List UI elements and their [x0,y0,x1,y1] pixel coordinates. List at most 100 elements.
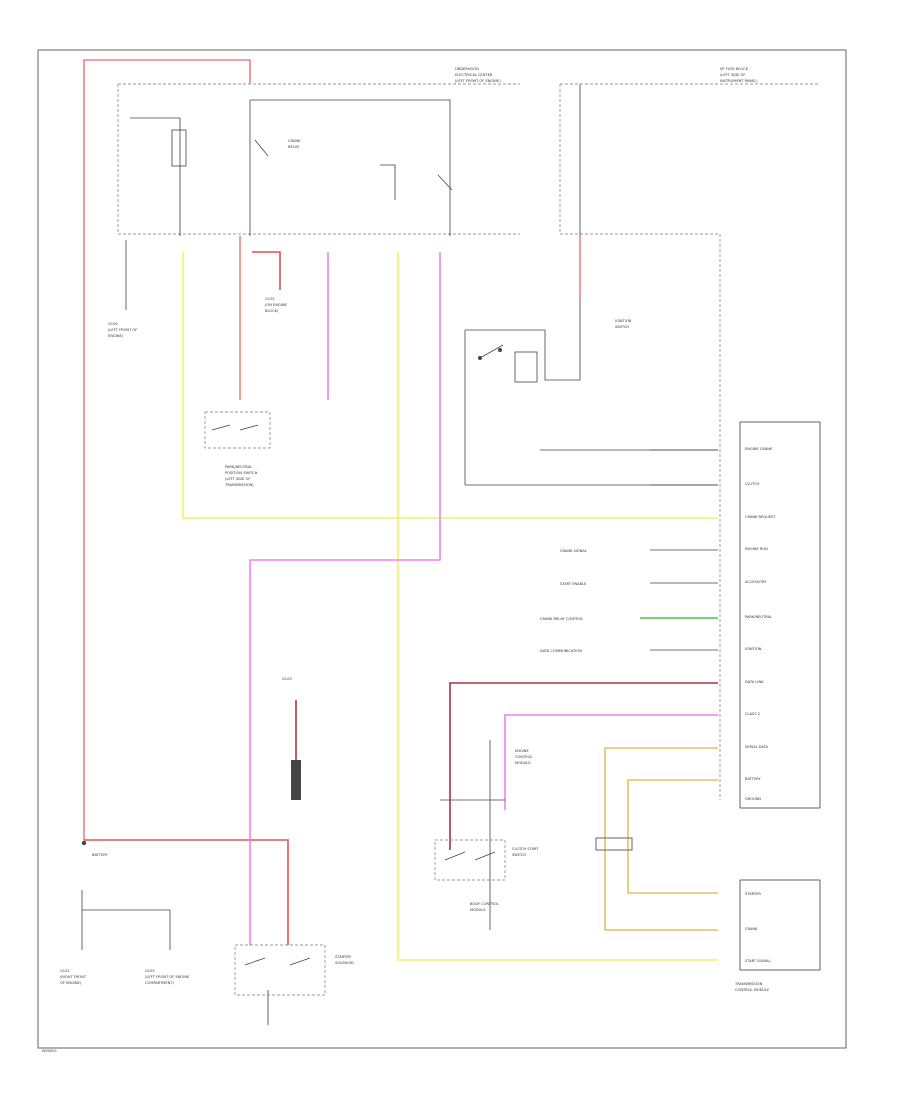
pin-label-10: SERIAL DATA [745,745,769,749]
signal-label-2: START ENABLE [560,582,587,586]
underhood-title-2: ELECTRICAL CENTER [455,73,493,77]
g101-2: (RIGHT FRONT [60,975,87,979]
pin-label-4: ENGINE RUN [745,547,768,551]
ip-fuse-block-outline [559,83,820,800]
pin-label-8: DATA LINK [745,680,764,684]
right-connector-leads [650,449,718,651]
ip-fuse-block-title: I/P FUSE BLOCK (LEFT SIDE OF INSTRUMENT … [720,67,758,83]
ignition-to-connector [465,449,718,486]
crank-relay-short-red [252,251,281,290]
tcm-pin-1: STARTER [745,892,761,896]
tcm-pin-2: CRANK [745,927,758,931]
g102-1: G102 [265,297,275,301]
g103-3: COMPARTMENT) [145,981,175,985]
starter-solenoid: STARTER SOLENOID [234,944,354,996]
ignition-switch-internal [464,300,581,485]
g101-1: G101 [60,969,70,973]
fusible-link: G103 [282,677,301,800]
neutral-switch-label-1: PARK/NEUTRAL [225,465,252,469]
neutral-switch-label-3: (LEFT SIDE OF [225,477,250,481]
pin-label-1: ENGINE CRANK [745,447,773,451]
diagram-border [37,49,847,1049]
neutral-switch-label-4: TRANSMISSION) [224,483,254,487]
g103-1: G103 [145,969,155,973]
battery-to-starter-wire [84,839,289,945]
ground-label-g100: G100 (LEFT FRONT OF ENGINE) [108,322,137,338]
yellow-wire-main [397,252,718,961]
ecm-label-3: MODULE [515,761,531,765]
starter-solenoid-label-1: STARTER [335,955,351,959]
crank-relay-label-1: CRANK [288,139,301,143]
body-module-label-2: MODULE [470,908,486,912]
neutral-ground [81,890,171,950]
g103-2: (LEFT FRONT OF ENGINE [145,975,190,979]
dark-red-wire [449,682,718,850]
footer-code: W00001 [42,1049,57,1053]
ignition-switch-label-2: SWITCH [615,325,629,329]
clutch-switch-label-1: CLUTCH START [512,847,539,851]
ip-title-1: I/P FUSE BLOCK [720,67,749,71]
left-signal-labels: CRANK SIGNAL START ENABLE CRANK RELAY CO… [540,549,587,653]
pin-label-3: CRANK REQUEST [745,515,776,519]
g100-2: (LEFT FRONT OF [108,328,137,332]
clutch-switch-label-2: SWITCH [512,853,526,857]
g102-2: (ON ENGINE [265,303,288,307]
signal-label-1: CRANK SIGNAL [560,549,587,553]
underhood-title-1: UNDERHOOD [455,67,479,71]
g102-3: BLOCK) [265,309,279,313]
pin-label-11: BATTERY [745,777,762,781]
pin-label-12: GROUND [745,797,761,801]
body-module-label-1: BODY CONTROL [470,902,499,906]
tcm-label: TRANSMISSION CONTROL MODULE [734,982,770,992]
crank-relay-symbol: CRANK RELAY [171,129,453,200]
yellow-wire-left [182,252,718,519]
battery-symbol: BATTERY [81,840,109,857]
g101-3: OF ENGINE) [60,981,82,985]
battery-feed-wire [83,59,251,840]
orange-wire-2 [627,779,718,894]
tcm-pin-3: START SIGNAL [745,959,771,963]
underhood-title-3: (LEFT FRONT OF ENGINE) [455,79,501,83]
fuse-internal-2 [250,99,451,236]
pin-label-7: IGNITION [745,647,762,651]
underhood-fuse-block-outline [117,83,520,235]
tcm-connector [739,879,821,971]
signal-label-4: DATA COMMUNICATION [540,649,582,653]
pink-wire-ecm [504,714,718,810]
ground-labels-bottom: G101 (RIGHT FRONT OF ENGINE) G103 (LEFT … [60,969,190,985]
ecm-label-2: CONTROL [515,755,533,759]
tcm-label-2: CONTROL MODULE [735,988,770,992]
pin-label-2: CLUTCH [745,482,759,486]
g100-3: ENGINE) [108,334,124,338]
ecm-connector-pin-labels: ENGINE CRANK CLUTCH CRANK REQUEST ENGINE… [745,447,776,801]
fuse-internal-1 [130,117,181,236]
ecm-connector [739,421,821,809]
fusible-link-label: G103 [282,677,292,681]
crank-relay-label-2: RELAY [288,145,300,149]
battery-label: BATTERY [92,853,109,857]
neutral-switch-label-2: POSITION SWITCH [225,471,258,475]
clutch-switch-wire [440,740,505,930]
splice-connector [595,837,633,851]
underhood-fuse-block-title: UNDERHOOD ELECTRICAL CENTER (LEFT FRONT … [455,67,501,83]
pin-label-5: ACCESSORY [745,580,767,584]
starter-solenoid-label-2: SOLENOID [335,961,354,965]
tcm-label-1: TRANSMISSION [734,982,763,986]
tcm-pin-labels: STARTER CRANK START SIGNAL [745,892,771,963]
orange-wire-1 [604,747,718,931]
pink-wire-main [249,252,441,945]
ip-title-2: (LEFT SIDE OF [720,73,745,77]
g100-1: G100 [108,322,118,326]
pin-label-9: CLASS 2 [745,712,760,716]
signal-label-3: CRANK RELAY CONTROL [540,617,583,621]
ecm-label: ENGINE CONTROL MODULE [515,749,533,765]
clutch-start-switch: CLUTCH START SWITCH BODY CONTROL MODULE [434,839,539,912]
park-neutral-switch: PARK/NEUTRAL POSITION SWITCH (LEFT SIDE … [204,411,271,487]
pin-label-6: PARK/NEUTRAL [745,615,772,619]
ignition-switch-label-1: IGNITION [615,319,632,323]
ignition-switch-symbol: IGNITION SWITCH [478,319,632,383]
ecm-label-1: ENGINE [515,749,529,753]
ip-title-3: INSTRUMENT PANEL) [720,79,758,83]
ground-label-g102: G102 (ON ENGINE BLOCK) [265,297,288,313]
